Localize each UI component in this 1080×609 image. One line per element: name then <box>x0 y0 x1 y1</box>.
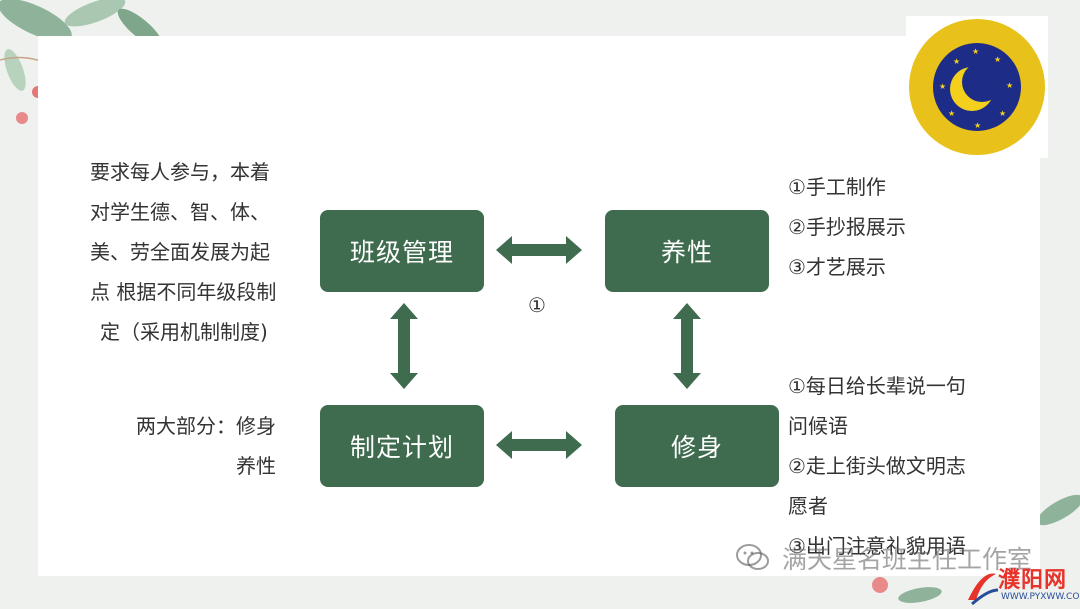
left-top-line: 要求每人参与，本着 <box>90 160 270 184</box>
svg-text:★: ★ <box>953 57 960 66</box>
left-top-line: 美、劳全面发展为起 <box>90 240 270 264</box>
class-management-box: 班级管理 <box>320 210 484 292</box>
double-arrow-top-horizontal <box>496 236 582 264</box>
crescent-moon-stars-badge: ★ ★ ★ ★ ★ ★ ★ ★ <box>906 16 1048 158</box>
nurturing-box: 养性 <box>605 210 769 292</box>
double-arrow-bottom-horizontal <box>496 431 582 459</box>
watermark: 满天星名班主任工作室 <box>736 540 1032 576</box>
left-top-line: 定（采用机制制度) <box>100 320 268 344</box>
svg-text:★: ★ <box>939 82 946 91</box>
left-top-line: 对学生德、智、体、 <box>90 200 270 224</box>
site-name: 濮阳网 <box>998 568 1068 593</box>
wechat-icon <box>736 544 769 570</box>
self-cultivation-box: 修身 <box>615 405 779 487</box>
svg-text:★: ★ <box>999 109 1006 118</box>
svg-text:★: ★ <box>1006 81 1013 90</box>
center-mark: ① <box>528 293 546 317</box>
svg-text:★: ★ <box>948 109 955 118</box>
content-panel <box>38 36 1040 576</box>
list-item: ②手抄报展示 <box>788 215 906 239</box>
leaf-decoration-bottom-left <box>872 577 942 603</box>
site-logo <box>968 573 999 606</box>
svg-text:★: ★ <box>972 47 979 56</box>
list-item: ②走上街头做文明志 <box>788 454 966 478</box>
list-item: 愿者 <box>788 494 828 518</box>
list-item: ③才艺展示 <box>788 255 886 279</box>
svg-text:★: ★ <box>994 55 1001 64</box>
left-top-description: 要求每人参与，本着 对学生德、智、体、 美、劳全面发展为起 点 根据不同年级段制… <box>90 152 276 352</box>
left-bottom-description: 两大部分：修身 养性 <box>136 406 276 486</box>
svg-text:★: ★ <box>974 121 981 130</box>
left-bottom-line: 养性 <box>236 454 276 478</box>
planning-box: 制定计划 <box>320 405 484 487</box>
site-url: WWW.PYXWW.COM <box>1001 592 1080 602</box>
left-top-line: 点 根据不同年级段制 <box>90 280 277 304</box>
left-bottom-line: 两大部分：修身 <box>136 414 276 438</box>
self-cultivation-activities-list: ①每日给长辈说一句 问候语 ②走上街头做文明志 愿者 ③出门注意礼貌用语 <box>788 366 966 566</box>
nurturing-activities-list: ①手工制作 ②手抄报展示 ③才艺展示 <box>788 167 906 287</box>
list-item: ①每日给长辈说一句 <box>788 374 966 398</box>
list-item: ③出门注意礼貌用语 <box>788 534 966 558</box>
watermark-text: 满天星名班主任工作室 <box>782 545 1033 574</box>
double-arrow-right-vertical <box>673 303 701 389</box>
double-arrow-left-vertical <box>390 303 418 389</box>
list-item: ①手工制作 <box>788 175 886 199</box>
list-item: 问候语 <box>788 414 848 438</box>
